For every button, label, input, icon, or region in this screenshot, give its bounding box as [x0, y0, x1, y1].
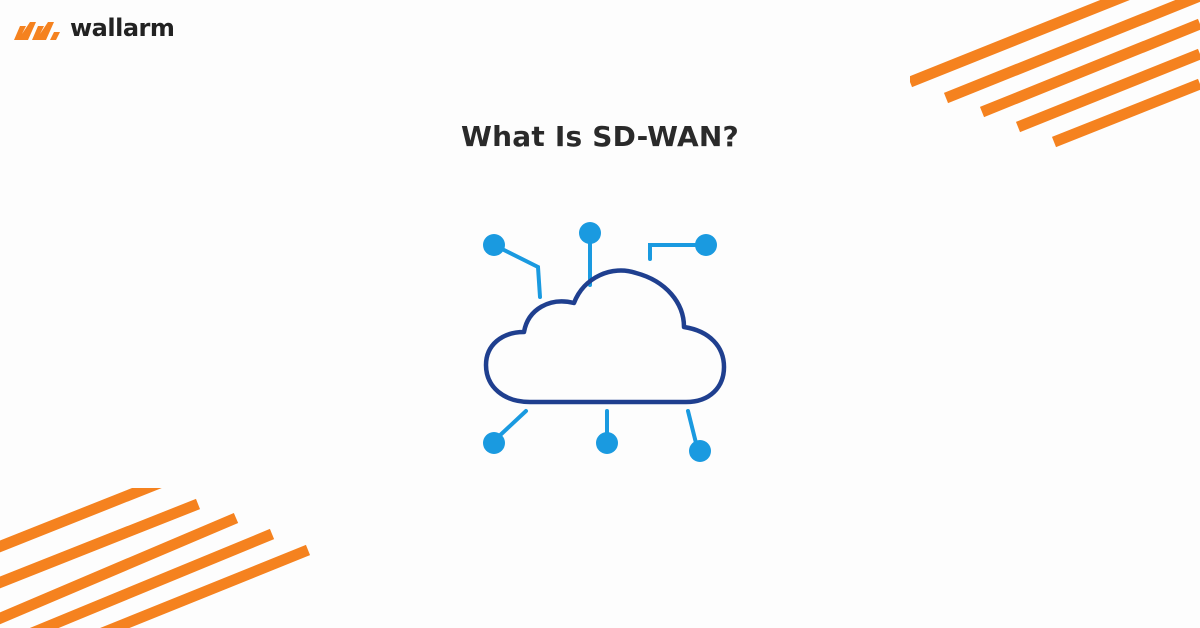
cloud-network-icon: [483, 222, 727, 462]
network-node: [689, 440, 711, 462]
wallarm-bolt-icon: [14, 22, 60, 40]
cloud-shape: [483, 268, 727, 405]
brand-logo[interactable]: wallarm: [14, 14, 175, 42]
network-node: [483, 234, 505, 256]
network-node: [695, 234, 717, 256]
page-title: What Is SD-WAN?: [461, 120, 739, 153]
decorative-stripes-bottom-left: [0, 488, 310, 628]
network-node: [596, 432, 618, 454]
decorative-stripes-top-right: [910, 0, 1200, 148]
network-node: [483, 432, 505, 454]
network-node: [579, 222, 601, 244]
brand-name: wallarm: [70, 14, 175, 42]
